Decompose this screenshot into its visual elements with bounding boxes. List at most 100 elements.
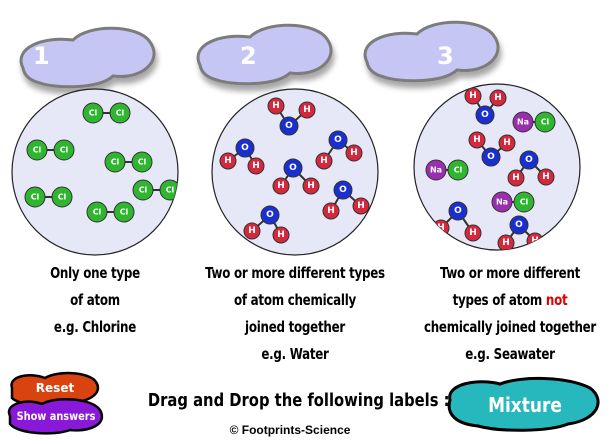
- svg-text:Cl: Cl: [58, 193, 67, 202]
- svg-text:O: O: [285, 121, 293, 131]
- atom-hydrogen: H: [352, 197, 370, 215]
- desc-line: chemically joined together: [423, 318, 597, 336]
- atom-chlorine: Cl: [131, 151, 153, 173]
- water-molecule: HHO: [315, 130, 363, 170]
- svg-text:Na: Na: [430, 166, 442, 175]
- svg-text:H: H: [473, 135, 481, 145]
- panel-2-number-cloud: [196, 23, 333, 86]
- atom-chlorine: Cl: [104, 151, 126, 173]
- svg-text:H: H: [494, 93, 502, 103]
- svg-text:Na: Na: [517, 118, 529, 127]
- show-answers-button-label[interactable]: Show answers: [16, 409, 96, 423]
- atom-chlorine: Cl: [447, 159, 469, 181]
- svg-text:H: H: [277, 181, 285, 191]
- atom-chlorine: Cl: [82, 102, 104, 124]
- atom-oxygen: O: [260, 205, 280, 225]
- svg-text:O: O: [289, 163, 297, 173]
- svg-text:Cl: Cl: [31, 193, 40, 202]
- atom-hydrogen: H: [537, 168, 555, 186]
- svg-text:Cl: Cl: [166, 186, 175, 195]
- panel-2-number: 2: [240, 42, 257, 70]
- svg-text:Cl: Cl: [93, 208, 102, 217]
- atom-oxygen: O: [481, 147, 501, 167]
- svg-text:Cl: Cl: [89, 109, 98, 118]
- svg-text:O: O: [266, 210, 274, 220]
- water-molecule: H HO: [272, 158, 320, 195]
- copyright: © Footprints-Science: [229, 423, 351, 437]
- panel-1-description: Only one type of atom e.g. Chlorine: [25, 260, 166, 341]
- water-molecule: H HO: [243, 205, 290, 244]
- svg-text:H: H: [350, 148, 358, 158]
- desc-line: of atom chemically: [234, 291, 356, 309]
- svg-text:H: H: [542, 172, 550, 182]
- sodium-chloride: Na Cl: [512, 111, 556, 133]
- desc-line: types of atom not: [409, 287, 611, 314]
- svg-text:Cl: Cl: [541, 118, 550, 127]
- svg-text:O: O: [525, 155, 533, 165]
- atom-hydrogen: H: [507, 169, 525, 187]
- atom-hydrogen: H: [247, 157, 265, 175]
- desc-text: types of atom: [452, 291, 546, 309]
- svg-text:H: H: [469, 228, 477, 238]
- svg-text:H: H: [357, 201, 365, 211]
- svg-text:O: O: [481, 110, 489, 120]
- atom-chlorine: Cl: [159, 179, 178, 201]
- atom-chlorine: Cl: [534, 111, 556, 133]
- svg-text:H: H: [437, 223, 445, 233]
- svg-text:Cl: Cl: [520, 198, 529, 207]
- atom-sodium: Na: [512, 111, 534, 133]
- svg-text:H: H: [327, 206, 335, 216]
- svg-text:H: H: [224, 156, 232, 166]
- atom-sodium: Na: [491, 191, 513, 213]
- atom-chlorine: Cl: [51, 186, 73, 208]
- svg-text:H: H: [502, 238, 510, 248]
- mixture-label-text[interactable]: Mixture: [488, 393, 562, 417]
- water-molecule: H HO: [464, 87, 507, 125]
- show-answers-button[interactable]: [7, 398, 104, 435]
- svg-text:H: H: [512, 173, 520, 183]
- svg-text:O: O: [454, 206, 462, 216]
- atom-chlorine: Cl: [24, 186, 46, 208]
- atom-hydrogen: H: [468, 131, 486, 149]
- atom-chlorine: Cl: [132, 179, 154, 201]
- desc-line: Only one type: [50, 264, 140, 282]
- svg-text:O: O: [339, 185, 347, 195]
- mixture-draggable-label[interactable]: [447, 376, 600, 432]
- desc-line: e.g. Seawater: [465, 345, 555, 363]
- desc-line: joined together: [245, 318, 345, 336]
- atom-chlorine: Cl: [113, 201, 135, 223]
- atom-sodium: Na: [425, 159, 447, 181]
- atom-hydrogen: H: [322, 202, 340, 220]
- reset-button-label[interactable]: Reset: [35, 381, 75, 395]
- atom-chlorine: Cl: [109, 102, 131, 124]
- svg-text:H: H: [307, 181, 315, 191]
- svg-text:Cl: Cl: [120, 208, 129, 217]
- svg-text:Na: Na: [496, 198, 508, 207]
- atom-oxygen: O: [328, 130, 348, 150]
- svg-text:H: H: [277, 230, 285, 240]
- svg-text:H: H: [303, 105, 311, 115]
- atom-hydrogen: H: [489, 89, 507, 107]
- svg-text:O: O: [241, 143, 249, 153]
- atom-hydrogen: H: [243, 222, 261, 240]
- atom-chlorine: Cl: [86, 201, 108, 223]
- atom-oxygen: O: [519, 150, 539, 170]
- svg-text:Cl: Cl: [111, 158, 120, 167]
- atom-hydrogen: H: [298, 101, 316, 119]
- svg-text:Cl: Cl: [454, 166, 463, 175]
- atom-hydrogen: H: [464, 87, 482, 105]
- atom-oxygen: O: [475, 105, 495, 125]
- svg-text:O: O: [487, 152, 495, 162]
- desc-line: Two or more different: [439, 264, 581, 282]
- atom-oxygen: O: [235, 138, 255, 158]
- panel-3-number-cloud: [363, 20, 500, 83]
- atom-hydrogen: H: [302, 177, 320, 195]
- panel-3-number: 3: [437, 42, 454, 70]
- chlorine-molecule: Cl Cl: [24, 186, 73, 208]
- desc-line: e.g. Water: [261, 345, 329, 363]
- svg-text:O: O: [334, 135, 342, 145]
